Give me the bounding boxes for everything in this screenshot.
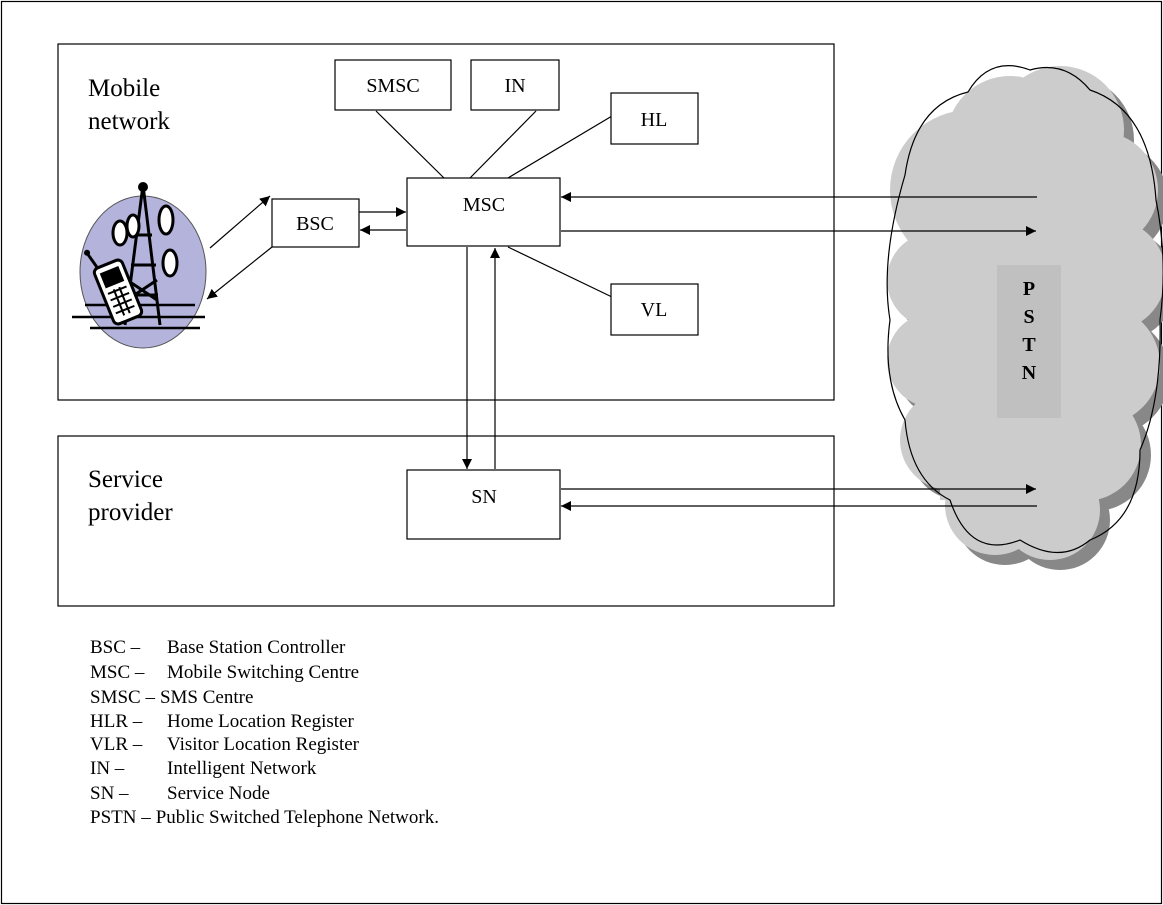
bsc-label: BSC <box>296 213 334 235</box>
smsc-label: SMSC <box>366 75 419 97</box>
service-provider-label: Service provider <box>88 466 173 526</box>
smsc-msc-link <box>375 110 445 179</box>
legend-abbr: IN – <box>90 758 125 779</box>
legend-abbr: BSC – <box>90 637 141 658</box>
pstn-letter-p: P <box>1023 278 1035 300</box>
legend-desc: Base Station Controller <box>167 637 346 658</box>
legend-desc: SMS Centre <box>160 687 253 708</box>
sn-label: SN <box>471 486 497 508</box>
pstn-letter-t: T <box>1022 334 1036 356</box>
vl-node: VL <box>610 283 699 336</box>
legend-abbr: MSC – <box>90 662 145 683</box>
vl-msc-link <box>507 246 613 298</box>
hl-node: HL <box>610 92 699 145</box>
legend-abbr: VLR – <box>90 734 143 755</box>
legend-row-bsc: BSC – Base Station Controller <box>90 637 346 658</box>
legend-desc: Home Location Register <box>167 711 354 732</box>
legend-desc: Mobile Switching Centre <box>167 662 359 683</box>
legend-row-in: IN – Intelligent Network <box>90 758 317 779</box>
pstn-band <box>997 265 1061 418</box>
mobile-network-label: Mobile network <box>88 75 170 135</box>
vl-label: VL <box>641 299 668 321</box>
arrow-bsc-to-tower <box>206 246 273 300</box>
sn-node: SN <box>406 469 561 540</box>
legend-desc: Intelligent Network <box>167 758 317 779</box>
legend: BSC – Base Station Controller MSC – Mobi… <box>90 637 439 828</box>
legend-row-msc: MSC – Mobile Switching Centre <box>90 662 359 683</box>
msc-node: MSC <box>406 177 561 247</box>
pstn-cloud: P S T N <box>886 65 1163 570</box>
legend-abbr: HLR – <box>90 711 143 732</box>
legend-row-sn: SN – Service Node <box>90 783 270 804</box>
pstn-letter-n: N <box>1022 362 1037 384</box>
legend-row-vlr: VLR – Visitor Location Register <box>90 734 360 755</box>
legend-abbr: PSTN – <box>90 807 151 828</box>
legend-desc: Public Switched Telephone Network. <box>156 807 439 828</box>
hl-label: HL <box>641 109 668 131</box>
pstn-letter-s: S <box>1023 306 1034 328</box>
arrow-tower-to-bsc <box>209 195 271 249</box>
bsc-node: BSC <box>271 198 360 248</box>
legend-desc: Service Node <box>167 783 270 804</box>
in-msc-link <box>469 110 537 179</box>
legend-row-smsc: SMSC – SMS Centre <box>90 687 253 708</box>
in-label: IN <box>504 75 525 97</box>
msc-label: MSC <box>463 194 505 216</box>
legend-abbr: SN – <box>90 783 129 804</box>
cell-tower-with-phone-icon <box>72 182 207 349</box>
in-node: IN <box>470 59 560 111</box>
legend-row-pstn: PSTN – Public Switched Telephone Network… <box>90 807 439 828</box>
legend-abbr: SMSC – <box>90 687 155 708</box>
legend-desc: Visitor Location Register <box>167 734 360 755</box>
hl-msc-link <box>507 115 613 179</box>
smsc-node: SMSC <box>334 59 452 111</box>
legend-row-hlr: HLR – Home Location Register <box>90 711 354 732</box>
